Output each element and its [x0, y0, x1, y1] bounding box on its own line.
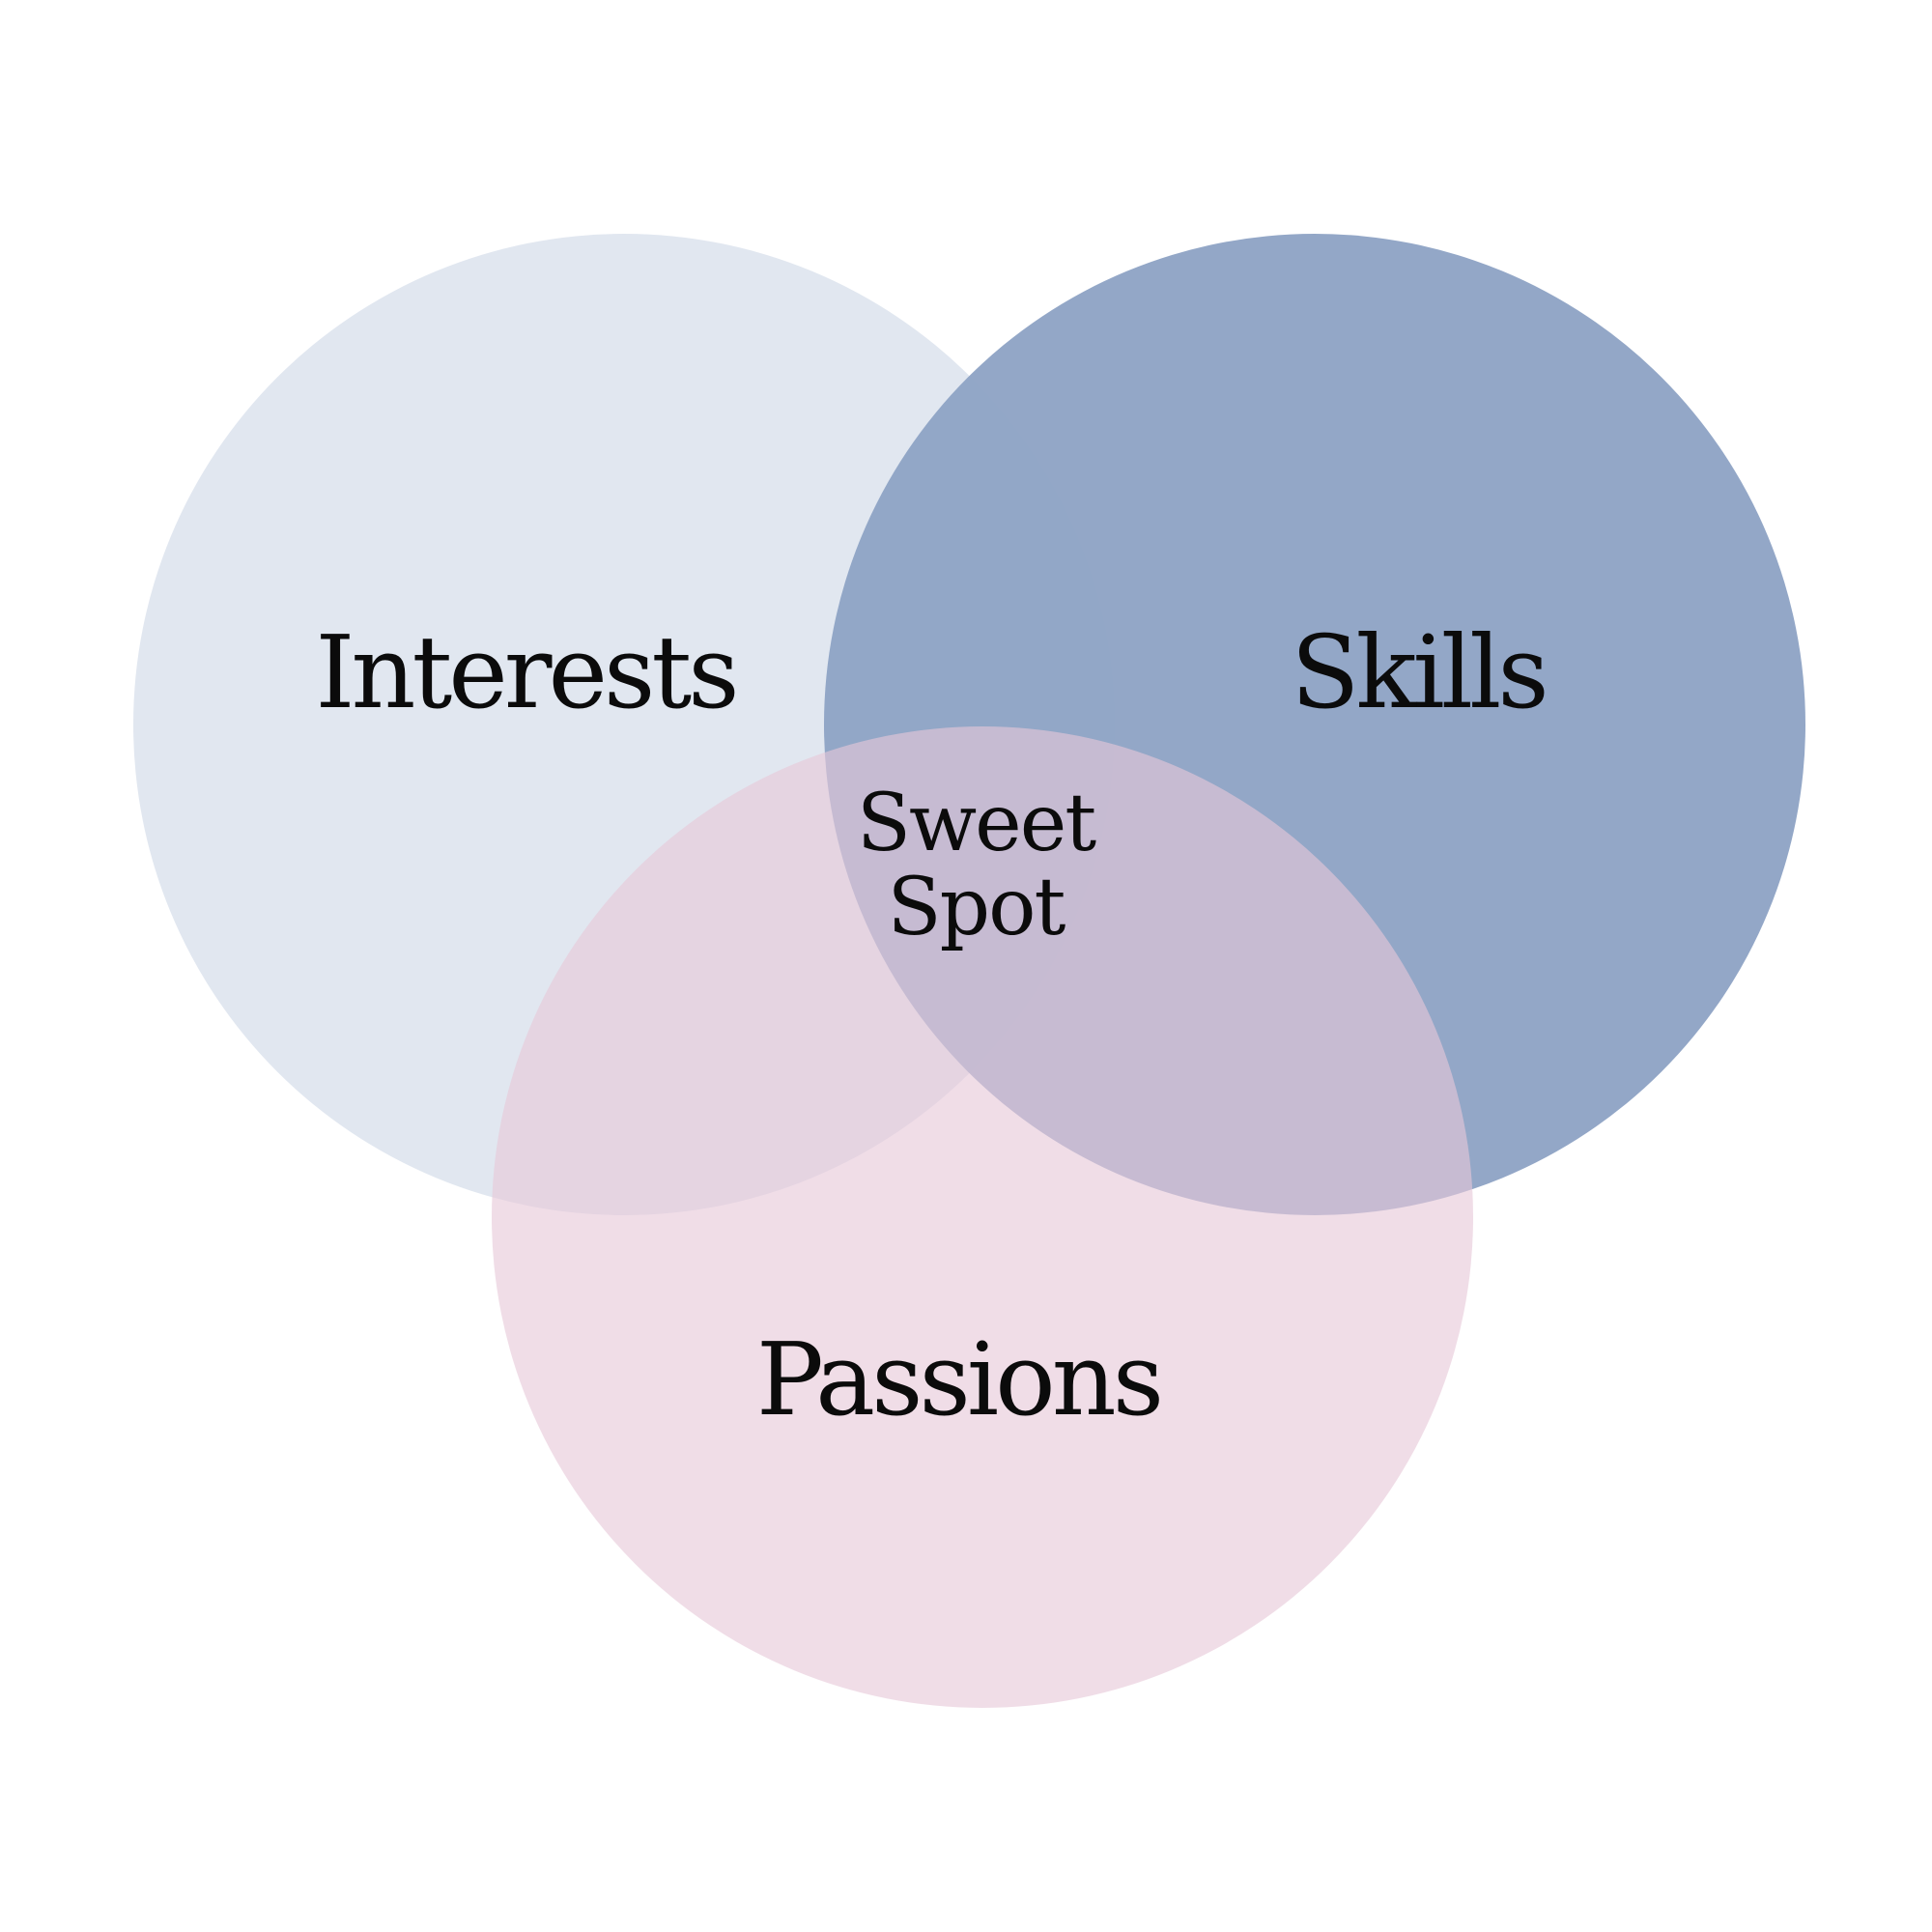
skills-label: Skills — [1291, 613, 1545, 731]
passions-circle — [492, 726, 1473, 1708]
sweet-spot-label-line2: Spot — [888, 862, 1066, 953]
passions-label: Passions — [756, 1321, 1160, 1438]
sweet-spot-label-line1: Sweet — [857, 778, 1096, 869]
interests-label: Interests — [315, 613, 735, 731]
